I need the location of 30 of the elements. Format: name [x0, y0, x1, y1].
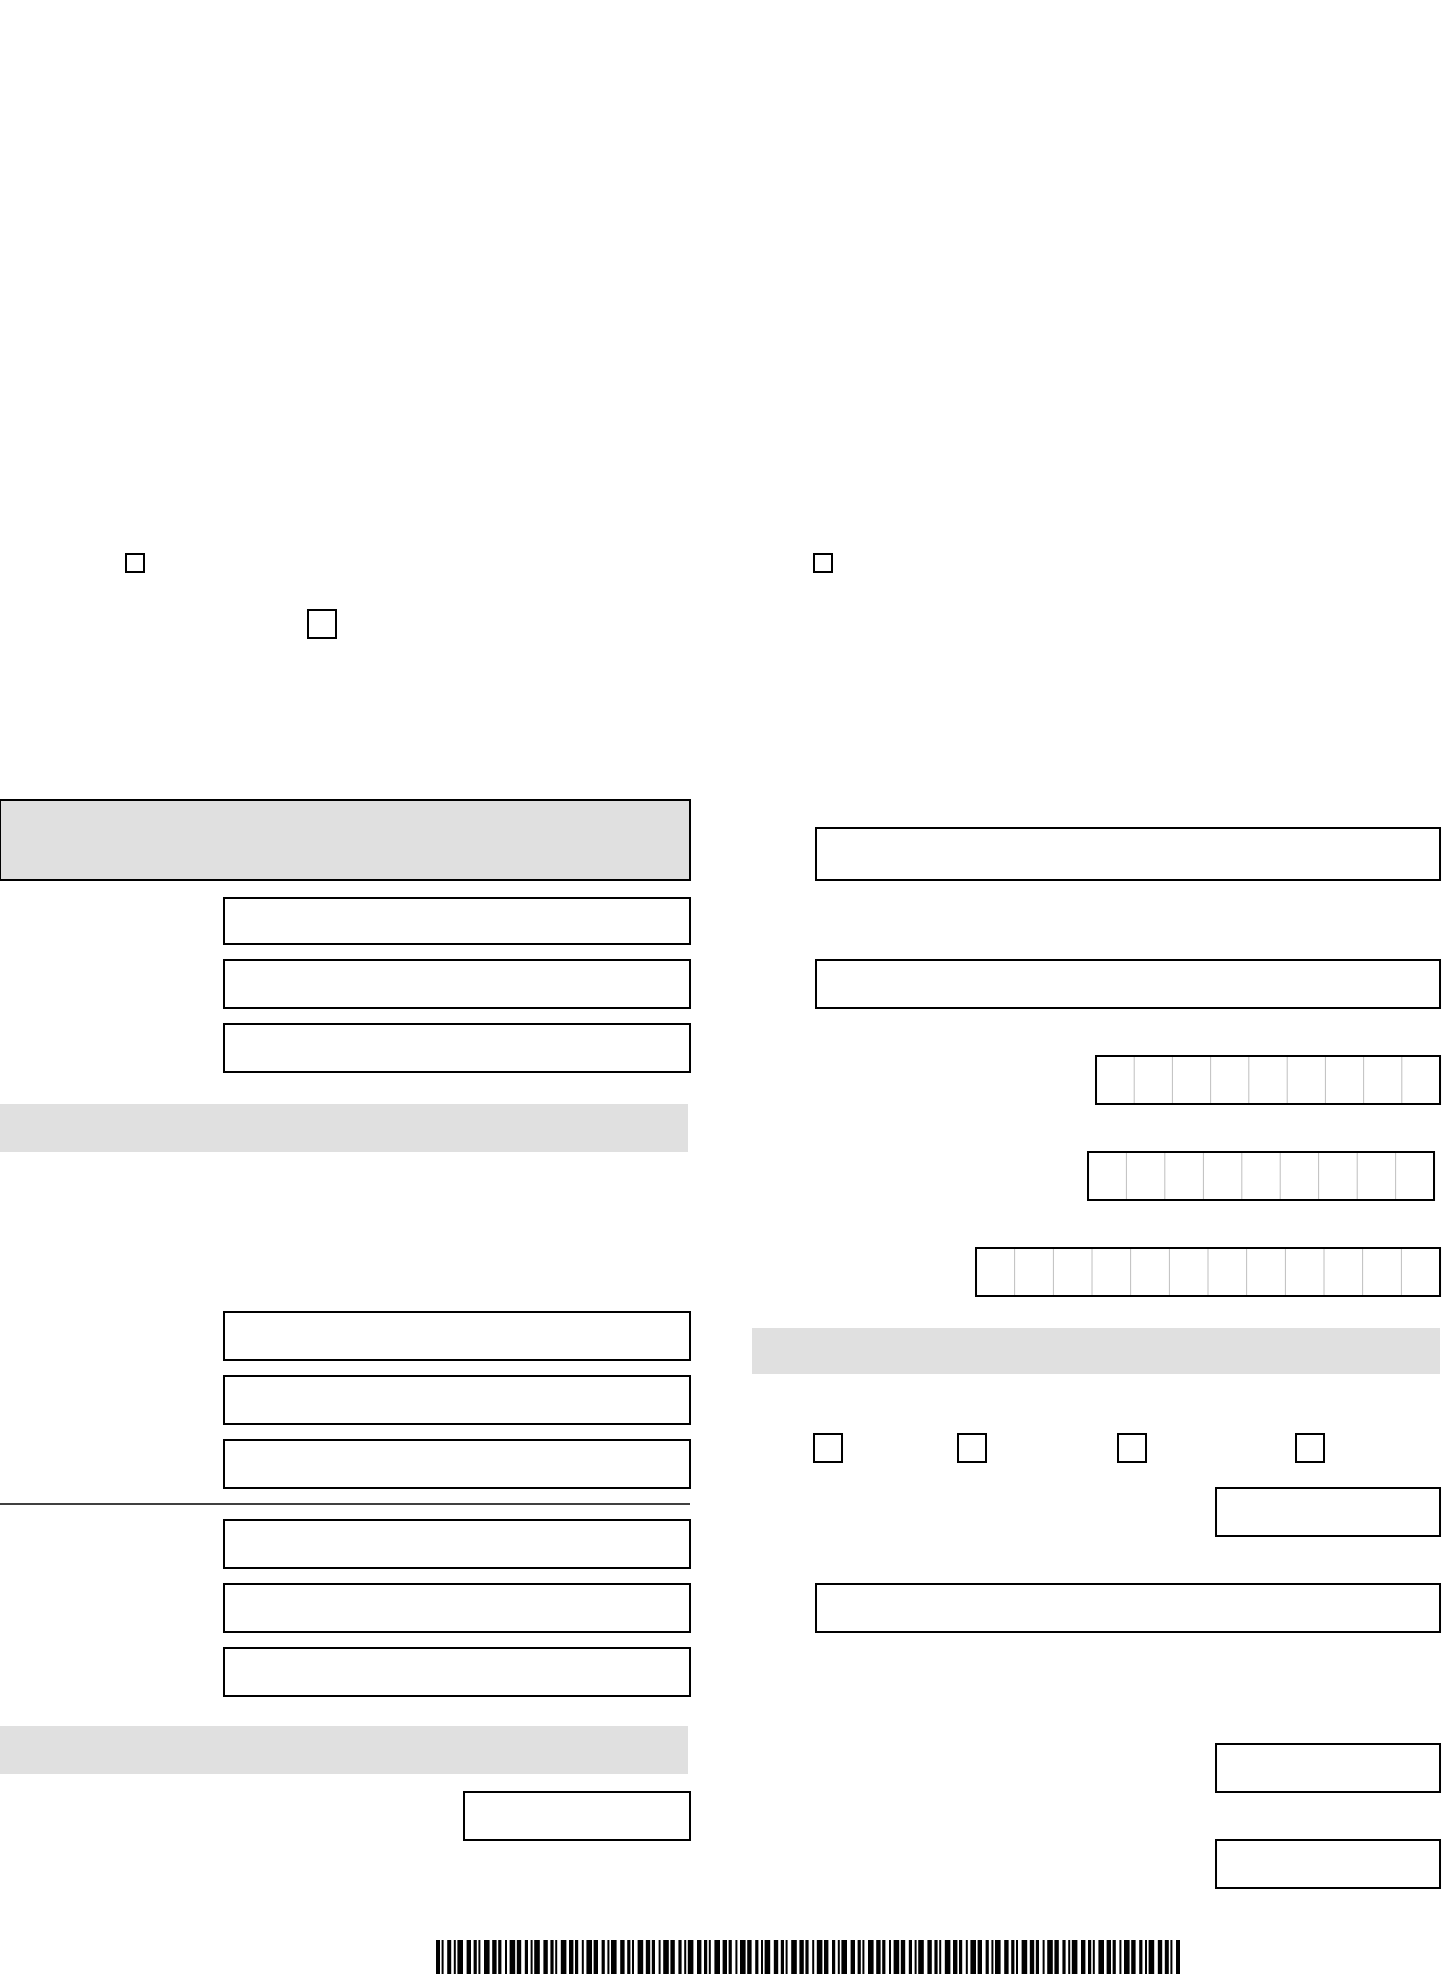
- checkbox: [125, 553, 145, 573]
- input-field: [223, 1023, 691, 1073]
- character-field: [1095, 1055, 1441, 1105]
- input-field: [223, 1375, 691, 1425]
- input-field: [223, 959, 691, 1009]
- input-field: [1215, 1839, 1441, 1889]
- character-field: [975, 1247, 1441, 1297]
- section-band: [752, 1328, 1440, 1374]
- input-field: [815, 827, 1441, 881]
- checkbox: [813, 553, 833, 573]
- character-field: [1087, 1151, 1435, 1201]
- section-band: [0, 1726, 688, 1774]
- checkbox: [307, 609, 337, 639]
- input-field: [223, 1439, 691, 1489]
- input-field: [463, 1791, 691, 1841]
- input-field: [1215, 1487, 1441, 1537]
- checkbox: [1117, 1433, 1147, 1463]
- section-band: [0, 799, 691, 881]
- checkbox: [1295, 1433, 1325, 1463]
- checkbox: [813, 1433, 843, 1463]
- input-field: [223, 1647, 691, 1697]
- input-field: [1215, 1743, 1441, 1793]
- input-field: [223, 1311, 691, 1361]
- input-field: [223, 897, 691, 945]
- section-band: [0, 1104, 688, 1152]
- input-field: [815, 1583, 1441, 1633]
- input-field: [223, 1583, 691, 1633]
- input-field: [815, 959, 1441, 1009]
- input-field: [223, 1519, 691, 1569]
- checkbox: [957, 1433, 987, 1463]
